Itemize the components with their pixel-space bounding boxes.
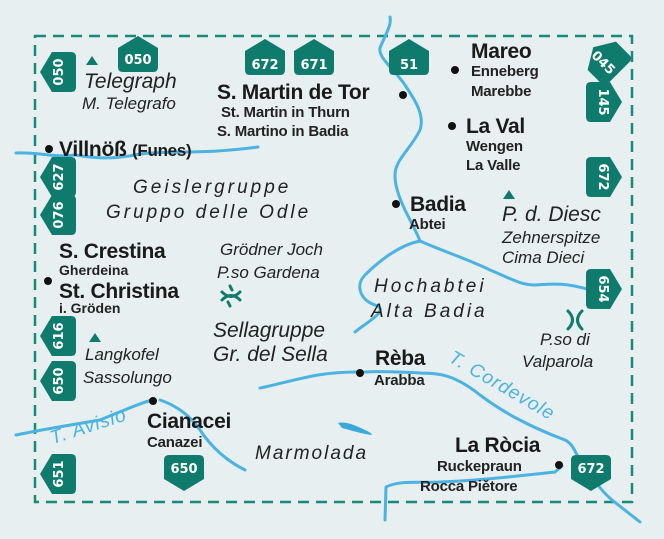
place-telegraph-alt: M. Telegrafo — [82, 94, 176, 113]
mountain-pass-icon — [566, 309, 584, 331]
place-la-rocia-alt2: Rocca Piětore — [420, 478, 518, 495]
svg-text:050: 050 — [52, 58, 67, 85]
svg-text:654: 654 — [595, 275, 610, 302]
route-badge-650-left[interactable]: 650 — [40, 361, 76, 401]
place-sella: Sellagruppe — [213, 319, 326, 342]
svg-text:616: 616 — [52, 322, 67, 349]
route-badge-51-top[interactable]: 51 — [389, 39, 429, 75]
town-dot-badia — [392, 200, 400, 208]
route-badge-076-left[interactable]: 076 — [40, 195, 76, 235]
place-villnoess: Villnöß (Funes) — [59, 138, 192, 161]
town-dot-la-rocia — [555, 461, 563, 469]
svg-text:145: 145 — [595, 88, 610, 115]
place-san-martin-alt1: St. Martin in Thurn — [221, 104, 350, 121]
place-crestina-alt1: Gherdeina — [59, 262, 129, 278]
route-badge-627-left[interactable]: 627 — [40, 157, 76, 197]
town-dot-villnoess — [45, 145, 53, 153]
route-badge-145-right[interactable]: 145 — [586, 82, 622, 122]
place-mareo-alt1: Enneberg — [471, 63, 539, 80]
place-cianacei: Cianacei — [147, 410, 231, 433]
svg-text:51: 51 — [400, 58, 418, 73]
place-badia-alt: Abtei — [409, 216, 446, 233]
svg-text:650: 650 — [52, 367, 67, 394]
place-la-rocia-alt1: Ruckepraun — [437, 458, 522, 475]
route-badge-672-right[interactable]: 672 — [586, 157, 622, 197]
place-hochabtei: Hochabtei — [374, 276, 487, 297]
route-badge-050-top[interactable]: 050 — [118, 36, 158, 72]
town-dot-crestina — [44, 277, 52, 285]
svg-text:650: 650 — [170, 462, 197, 477]
place-groedner-joch: Grödner Joch — [220, 240, 323, 259]
place-crestina-alt2: St. Christina — [59, 280, 179, 303]
route-badge-650-bottom[interactable]: 650 — [164, 455, 204, 491]
place-geisler: Geislergruppe — [133, 177, 292, 198]
place-telegraph: Telegraph — [84, 70, 177, 93]
place-diesc: P. d. Diesc — [502, 203, 601, 226]
svg-text:651: 651 — [52, 460, 67, 487]
place-la-val-alt2: La Valle — [466, 157, 521, 174]
place-marmolada: Marmolada — [255, 443, 369, 464]
peak-triangle-icon — [503, 190, 515, 199]
place-badia: Badia — [410, 193, 466, 216]
peak-triangle-icon — [86, 56, 98, 65]
place-langkofel-alt: Sassolungo — [83, 368, 172, 387]
mountain-pass-icon — [220, 284, 242, 308]
town-dot-mareo — [451, 66, 459, 74]
place-valparola: P.so di — [540, 330, 590, 349]
place-groedner-joch-alt: P.so Gardena — [217, 263, 320, 282]
place-crestina-alt3: i. Gröden — [59, 300, 121, 316]
map-border — [33, 34, 634, 504]
place-hochabtei-alt: Alta Badia — [371, 301, 488, 322]
place-la-rocia: La Ròcia — [455, 434, 541, 457]
place-reba-alt: Arabba — [374, 372, 425, 389]
place-cianacei-alt: Canazei — [147, 434, 203, 451]
route-badge-671-top[interactable]: 671 — [294, 39, 334, 75]
place-diesc-alt2: Cima Dieci — [502, 248, 585, 267]
place-diesc-alt1: Zehnerspitze — [502, 228, 601, 247]
place-crestina: S. Crestina — [59, 240, 166, 263]
town-dot-reba — [356, 369, 364, 377]
place-langkofel: Langkofel — [85, 345, 159, 364]
route-badge-672-bottom[interactable]: 672 — [571, 455, 611, 491]
place-sella-alt: Gr. del Sella — [213, 343, 328, 366]
route-badge-045-right[interactable]: 045 — [579, 33, 633, 87]
place-san-martin-alt2: S. Martino in Badia — [217, 123, 349, 140]
route-badge-672-top[interactable]: 672 — [245, 39, 285, 75]
town-dot-cianacei — [149, 397, 157, 405]
place-mareo-alt2: Marebbe — [471, 83, 532, 100]
place-mareo: Mareo — [471, 40, 532, 63]
svg-text:672: 672 — [595, 163, 610, 190]
svg-text:672: 672 — [577, 462, 604, 477]
place-villnoess-alt: (Funes) — [132, 141, 192, 160]
route-badges: 050 050 672 671 51 045 145 672 627 076 6… — [40, 33, 633, 494]
svg-text:050: 050 — [124, 53, 151, 68]
route-badge-654-right[interactable]: 654 — [586, 269, 622, 309]
place-geisler-alt: Gruppo delle Odle — [106, 202, 312, 223]
place-la-val-alt1: Wengen — [466, 138, 523, 155]
svg-text:671: 671 — [300, 58, 327, 73]
town-dot-la-val — [448, 122, 456, 130]
lake-icon — [338, 422, 372, 435]
route-badge-651-left[interactable]: 651 — [40, 454, 76, 494]
place-valparola-alt: Valparola — [522, 352, 594, 371]
town-dot-san-martin — [399, 91, 407, 99]
place-reba: Rèba — [375, 347, 426, 370]
svg-text:627: 627 — [52, 163, 67, 190]
route-badge-050-left[interactable]: 050 — [40, 52, 76, 92]
svg-text:672: 672 — [251, 58, 278, 73]
place-san-martin: S. Martin de Tor — [217, 81, 370, 104]
route-badge-616-left[interactable]: 616 — [40, 316, 76, 356]
peak-triangle-icon — [89, 333, 101, 342]
place-la-val: La Val — [466, 115, 525, 138]
place-villnoess-name: Villnöß — [59, 138, 127, 161]
svg-text:076: 076 — [52, 201, 67, 228]
